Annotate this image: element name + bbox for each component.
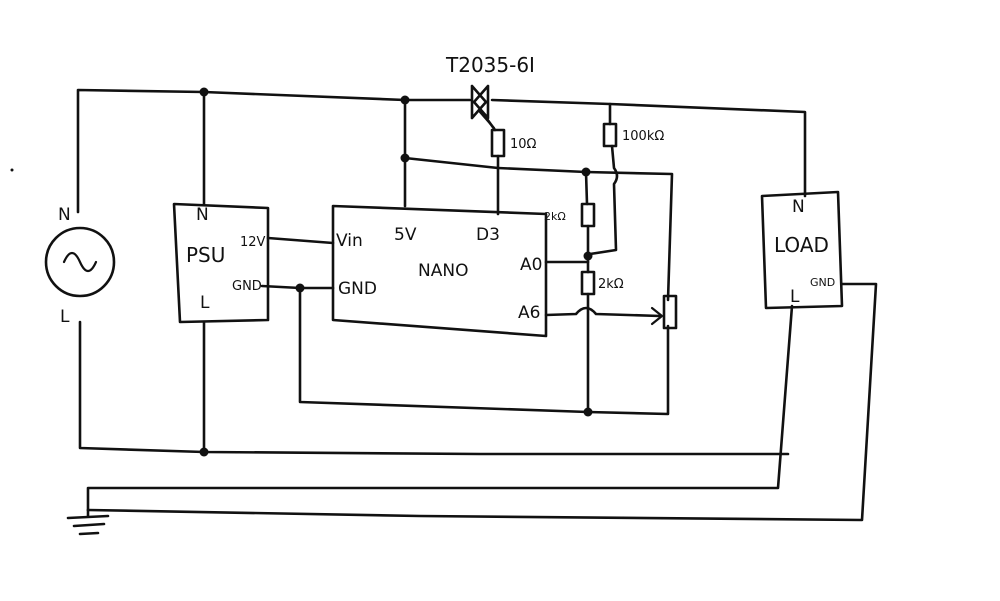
wire-ac-n-top xyxy=(76,88,472,214)
resistor-gate xyxy=(490,128,506,158)
resistor-gate-label: 10Ω xyxy=(510,137,537,152)
triac-symbol-icon xyxy=(470,84,490,120)
triac: T2035-6I xyxy=(445,53,535,130)
wire-a6 xyxy=(544,306,662,318)
resistor-divider-top xyxy=(580,202,596,228)
resistor-sense xyxy=(662,294,678,330)
wire-divider xyxy=(584,170,589,206)
resistor-snubber-label: 100kΩ xyxy=(622,129,664,144)
load-box xyxy=(760,190,844,310)
junction-dot xyxy=(400,95,410,105)
nano-d3-label: D3 xyxy=(476,225,500,245)
psu-box xyxy=(172,202,270,324)
junction-dot xyxy=(199,87,209,97)
ink-mark xyxy=(10,168,14,172)
psu-l-label: L xyxy=(200,293,210,313)
sine-wave-icon xyxy=(62,251,98,273)
wires xyxy=(76,88,878,522)
a6-arrow xyxy=(650,306,664,326)
wire-triac-to-load xyxy=(490,98,807,198)
nano-block: Vin 5V D3 NANO GND A0 A6 xyxy=(331,204,548,338)
load-block: N LOAD GND L xyxy=(760,190,844,310)
wire-load-l xyxy=(86,304,794,512)
wire-node-right xyxy=(496,166,674,302)
ac-source: N L xyxy=(44,205,116,327)
junction-dot xyxy=(583,407,593,417)
load-title: LOAD xyxy=(774,233,829,257)
triac-gate-icon xyxy=(478,110,496,130)
junction-dot xyxy=(400,153,410,163)
ac-n-label: N xyxy=(58,205,71,225)
resistor-divider-bottom-label: 2kΩ xyxy=(598,277,624,292)
resistor-divider-top-label: 2kΩ xyxy=(544,210,566,223)
wire-divider-mid xyxy=(544,224,590,264)
psu-n-label: N xyxy=(196,205,209,225)
nano-a0-label: A0 xyxy=(520,255,542,275)
wire-5v-to-gate-node xyxy=(403,156,500,170)
ac-l-label: L xyxy=(60,307,70,327)
junction-dot xyxy=(583,251,593,261)
junction-dot xyxy=(295,283,305,293)
psu-title: PSU xyxy=(186,243,225,267)
load-l-label: L xyxy=(790,287,800,307)
resistor-divider-bottom xyxy=(580,270,596,296)
junction-dot xyxy=(199,447,209,457)
wire-load-gnd xyxy=(86,282,878,522)
wire-right-bottom xyxy=(586,324,670,416)
wire-snubber-bottom xyxy=(588,144,619,256)
wire-12v-vin xyxy=(266,236,335,245)
resistors: 10Ω 100kΩ 2kΩ 2kΩ xyxy=(490,122,678,330)
nano-gnd-label: GND xyxy=(338,279,377,299)
nano-title: NANO xyxy=(418,261,468,281)
load-n-label: N xyxy=(792,197,805,217)
load-gnd-label: GND xyxy=(810,276,835,289)
wire-divider-bottom xyxy=(298,286,590,414)
triac-label: T2035-6I xyxy=(445,53,535,77)
junctions xyxy=(199,87,593,457)
nano-box xyxy=(331,204,548,338)
nano-5v-label: 5V xyxy=(394,225,417,245)
ac-source-circle xyxy=(44,226,116,298)
resistor-snubber xyxy=(602,122,618,148)
nano-a6-label: A6 xyxy=(518,303,540,323)
earth-ground-icon xyxy=(66,508,110,536)
psu-gnd-label: GND xyxy=(232,279,262,294)
psu-12v-label: 12V xyxy=(240,235,266,250)
wire-ac-l-bottom xyxy=(78,320,790,456)
nano-vin-label: Vin xyxy=(336,231,363,251)
junction-dot xyxy=(581,167,591,177)
psu-block: N PSU 12V GND L xyxy=(172,202,270,324)
